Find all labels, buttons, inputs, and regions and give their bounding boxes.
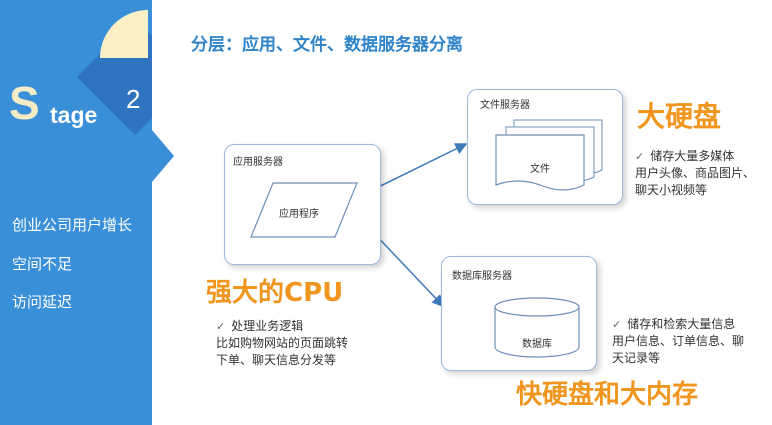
app-notes: ✓ 处理业务逻辑 比如购物网站的页面跳转 下单、聊天信息分发等 (216, 318, 348, 369)
db-server-box: 数据库服务器 数据库 (441, 256, 597, 371)
checkmark-icon: ✓ (216, 320, 226, 333)
checkmark-icon: ✓ (635, 150, 645, 163)
file-server-label: 文件服务器 (480, 100, 530, 111)
stage-letter: S (9, 77, 40, 129)
stage-panel: S tage 2 创业公司用户增长 空间不足 访问延迟 (0, 0, 152, 425)
app-server-label: 应用服务器 (233, 157, 283, 168)
app-headline: 强大的CPU (206, 278, 344, 308)
document-stack-icon (495, 119, 603, 191)
db-headline: 快硬盘和大内存 (516, 380, 699, 410)
app-note-2: 比如购物网站的页面跳转 (216, 336, 349, 350)
db-notes: ✓ 储存和检索大量信息 用户信息、订单信息、聊 天记录等 (612, 316, 744, 367)
sidebar-item-growth: 创业公司用户增长 (12, 216, 133, 234)
app-program-shape (250, 182, 358, 238)
document-label: 文件 (530, 164, 550, 175)
db-note-2: 用户信息、订单信息、聊 (612, 334, 745, 348)
page-title: 分层：应用、文件、数据服务器分离 (191, 35, 463, 55)
sidebar-item-latency: 访问延迟 (12, 293, 73, 311)
file-note-2: 用户头像、商品图片、 (635, 166, 756, 180)
file-note-1: 储存大量多媒体 (650, 149, 735, 163)
checkmark-icon: ✓ (612, 318, 622, 331)
file-notes: ✓ 储存大量多媒体 用户头像、商品图片、 聊天小视频等 (635, 148, 755, 199)
file-server-box: 文件服务器 文件 (467, 89, 623, 205)
stage-chevron (152, 130, 174, 182)
db-note-3: 天记录等 (612, 351, 661, 365)
stage-word: tage (50, 102, 98, 128)
db-note-1: 储存和检索大量信息 (627, 317, 736, 331)
database-icon (494, 297, 580, 358)
db-server-label: 数据库服务器 (452, 271, 512, 282)
app-note-1: 处理业务逻辑 (231, 319, 304, 333)
database-label: 数据库 (522, 339, 552, 350)
app-note-3: 下单、聊天信息分发等 (216, 353, 337, 367)
file-note-3: 聊天小视频等 (635, 183, 708, 197)
stage-number: 2 (126, 84, 141, 114)
app-server-box: 应用服务器 应用程序 (224, 144, 381, 265)
sidebar-item-space: 空间不足 (12, 255, 73, 273)
app-program-label: 应用程序 (279, 209, 319, 220)
file-headline: 大硬盘 (637, 100, 722, 133)
